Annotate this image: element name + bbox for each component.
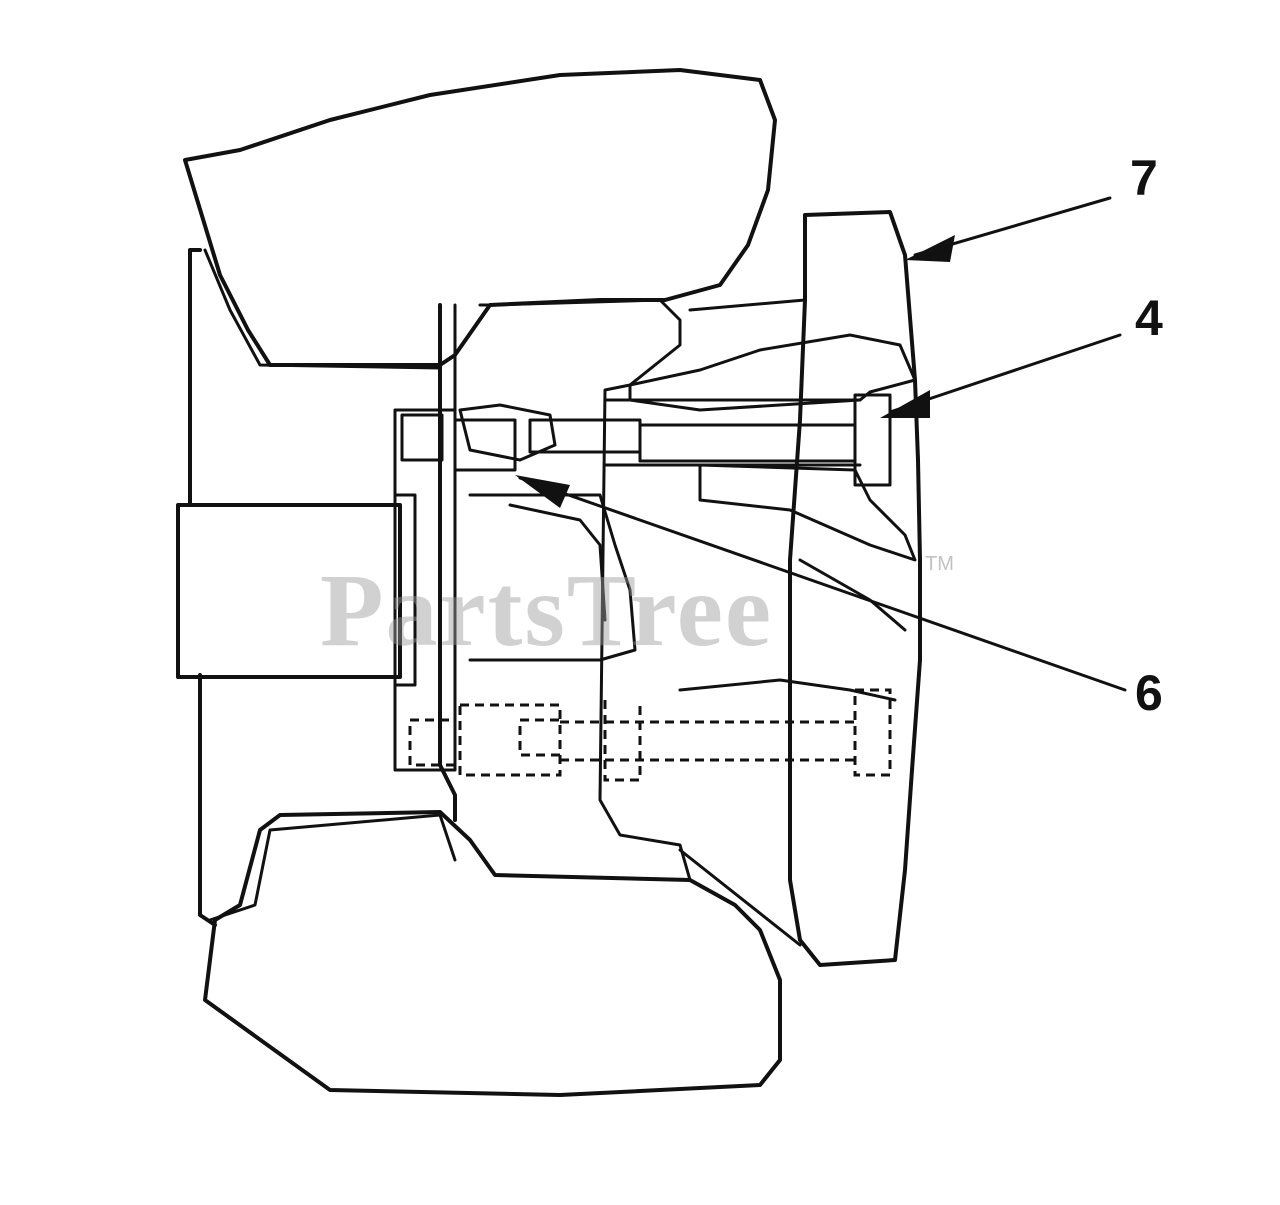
nut-part-6	[400, 403, 557, 472]
callout-label-4: 4	[1135, 290, 1163, 346]
callout-6: 6	[515, 475, 1163, 721]
lower-bushing	[698, 463, 917, 562]
callout-4: 4	[880, 290, 1163, 418]
lower-dashed-bolt	[408, 688, 892, 782]
callout-label-7: 7	[1130, 150, 1158, 206]
upper-housing-section	[183, 68, 777, 367]
callout-7: 7	[905, 150, 1158, 262]
center-flange	[393, 303, 457, 822]
lower-housing-section	[203, 810, 782, 1097]
bolt-part-4	[528, 393, 892, 487]
watermark-text: PartsTree	[320, 553, 773, 668]
callout-label-6: 6	[1135, 665, 1163, 721]
watermark-trademark: TM	[925, 553, 954, 575]
upper-bushing	[628, 333, 917, 412]
watermark: PartsTree TM	[320, 553, 954, 668]
